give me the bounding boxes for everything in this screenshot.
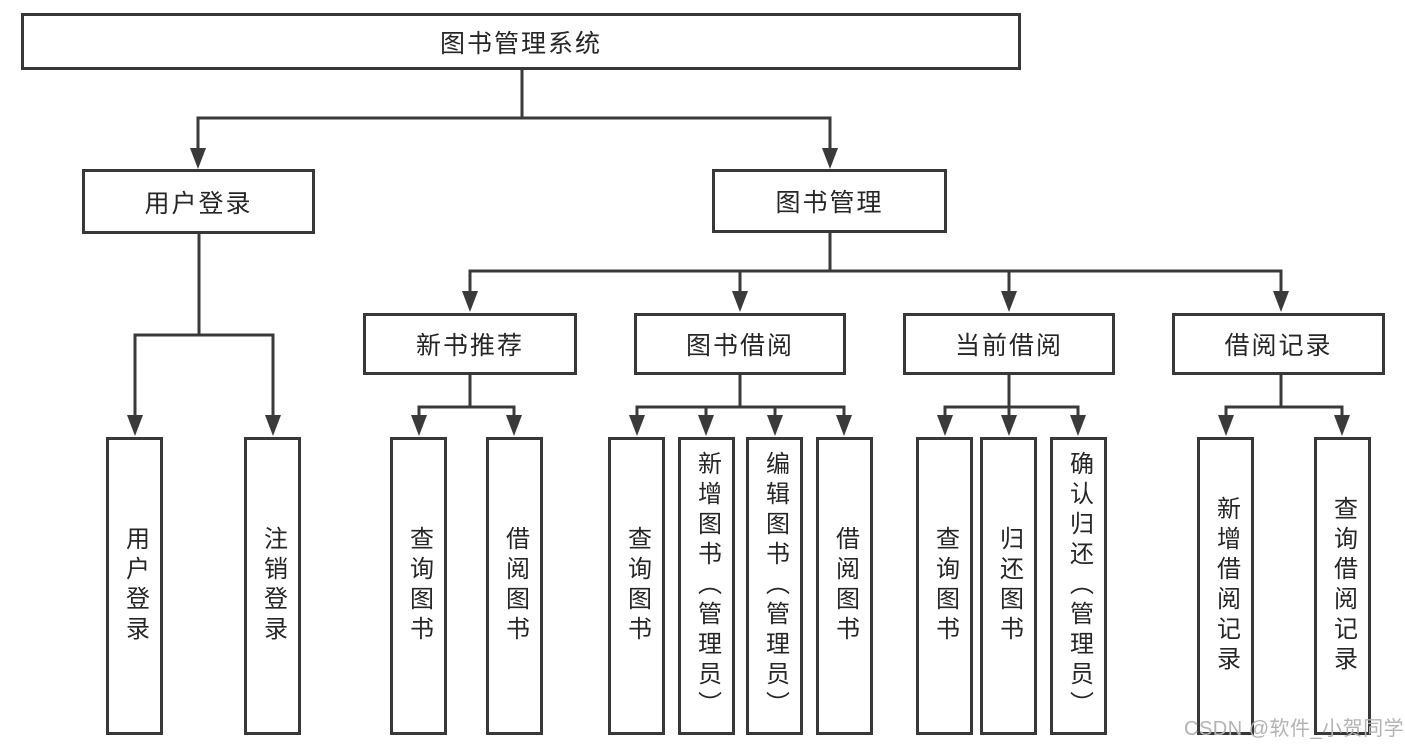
node-label: 查询借阅记录 (1329, 496, 1357, 676)
node-label: 用户登录 (121, 526, 149, 646)
node-label: 借阅图书 (831, 526, 859, 646)
csdn-watermark: CSDN @软件_小贺同学 (1184, 718, 1405, 740)
node-library-system: 图书管理系统 (21, 13, 1021, 70)
node-label: 查询图书 (405, 526, 433, 646)
leaf-newbook-query-books: 查询图书 (390, 437, 447, 735)
leaf-return-books: 归还图书 (980, 437, 1037, 735)
node-label: 用户登录 (144, 189, 253, 218)
node-label: 新书推荐 (415, 332, 524, 360)
node-label: 查询图书 (931, 526, 959, 646)
leaf-borrow-query-books: 查询图书 (608, 437, 665, 735)
node-label: 新增图书（管理员） (693, 451, 721, 721)
node-label: 归还图书 (995, 526, 1023, 646)
leaf-add-borrow-record: 新增借阅记录 (1197, 437, 1254, 735)
node-label: 注销登录 (259, 526, 287, 646)
node-label: 查询图书 (623, 526, 651, 646)
leaf-borrow-books: 借阅图书 (816, 437, 873, 735)
node-label: 新增借阅记录 (1212, 496, 1240, 676)
leaf-edit-books-admin: 编辑图书（管理员） (746, 437, 803, 735)
node-label: 图书借阅 (685, 332, 794, 360)
leaf-newbook-borrow-books: 借阅图书 (486, 437, 543, 735)
node-label: 借阅图书 (501, 526, 529, 646)
node-label: 编辑图书（管理员） (761, 451, 789, 721)
node-label: 借阅记录 (1224, 332, 1333, 360)
leaf-add-books-admin: 新增图书（管理员） (678, 437, 735, 735)
node-current-borrow: 当前借阅 (903, 313, 1115, 375)
node-borrow-records: 借阅记录 (1172, 313, 1385, 375)
arrowheads (127, 148, 1350, 436)
node-book-management: 图书管理 (712, 169, 947, 233)
node-label: 图书管理系统 (439, 29, 602, 58)
node-book-borrow: 图书借阅 (634, 313, 846, 375)
node-new-book-recommend: 新书推荐 (363, 313, 577, 375)
leaf-logout: 注销登录 (244, 437, 301, 735)
node-user-login: 用户登录 (82, 169, 315, 234)
leaf-current-query-books: 查询图书 (916, 437, 973, 735)
leaf-query-borrow-record: 查询借阅记录 (1314, 437, 1371, 735)
leaf-user-login: 用户登录 (106, 437, 163, 735)
leaf-confirm-return-admin: 确认归还（管理员） (1050, 437, 1107, 735)
node-label: 当前借阅 (954, 332, 1063, 360)
node-label: 图书管理 (775, 189, 884, 217)
node-label: 确认归还（管理员） (1065, 451, 1093, 721)
